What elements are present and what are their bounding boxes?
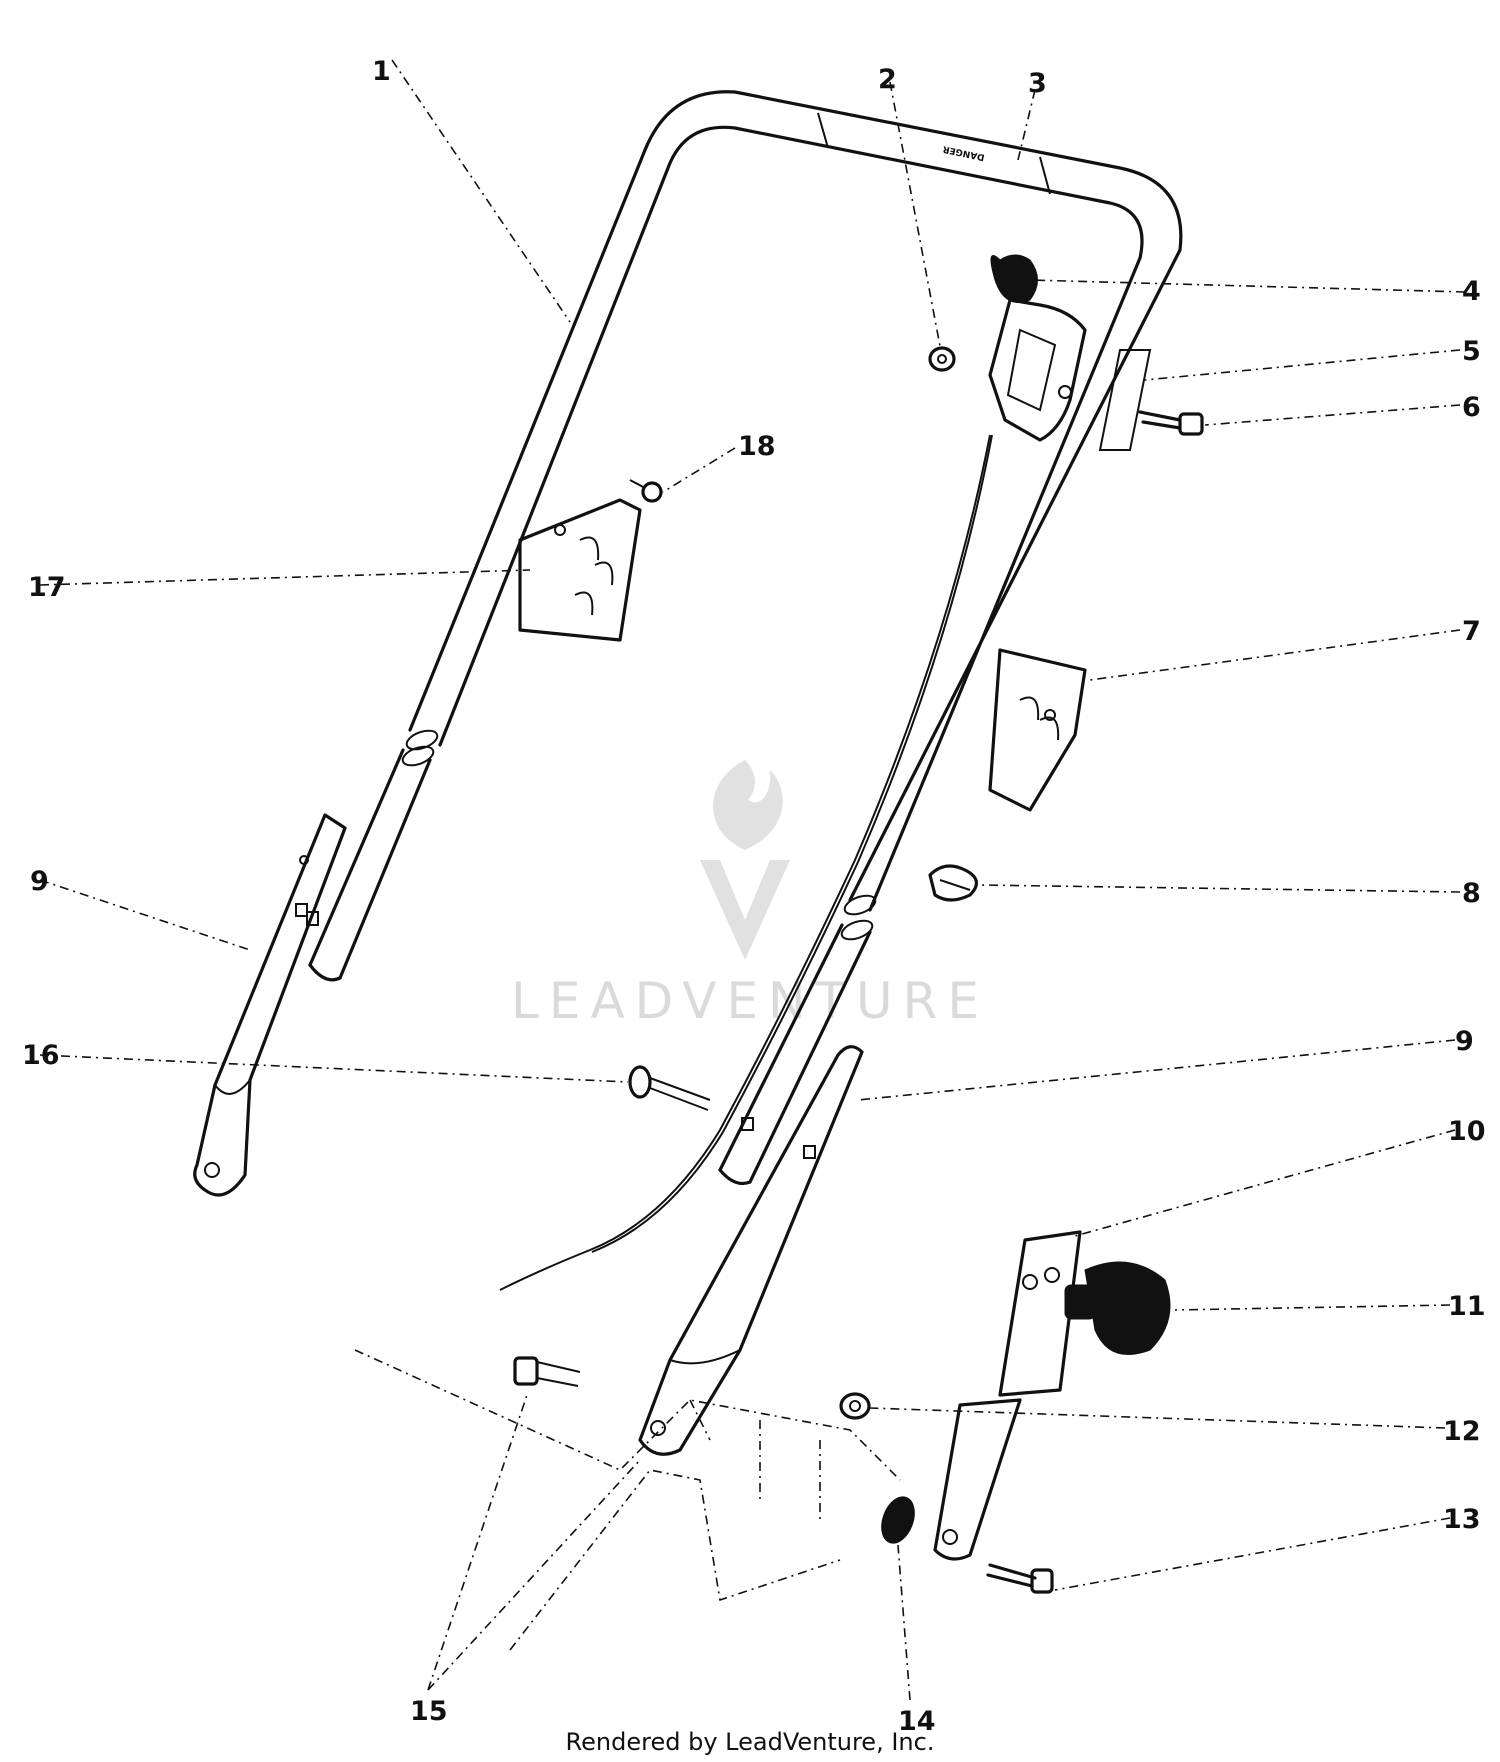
adjustment-knob [1064, 1261, 1171, 1355]
callout-17: 17 [28, 572, 66, 603]
bolt-lower [986, 1563, 1054, 1594]
leader-lines [39, 59, 1466, 1701]
lower-handle-left [193, 813, 347, 1197]
bolt-right [1138, 410, 1204, 436]
callout-14: 14 [898, 1706, 936, 1737]
callout-15: 15 [410, 1696, 448, 1727]
cable-clip [928, 864, 978, 902]
watermark-text: LEADVENTURE [511, 972, 989, 1030]
callout-12: 12 [1443, 1416, 1481, 1447]
upper-handle: DANGER [405, 90, 1183, 916]
callout-16: 16 [22, 1040, 60, 1071]
control-lever-assembly [988, 254, 1152, 451]
callout-3: 3 [1028, 68, 1047, 99]
hex-nut-top [928, 346, 956, 372]
washer [881, 1496, 915, 1544]
screw-left [629, 479, 663, 503]
carriage-bolt [628, 1065, 711, 1111]
hex-nut-lower [839, 1392, 871, 1420]
right-tube-lower [718, 919, 874, 1186]
callout-10: 10 [1448, 1116, 1486, 1147]
mower-deck-outline [354, 1349, 901, 1651]
callout-1: 1 [372, 56, 391, 87]
shoulder-bolt [513, 1356, 581, 1387]
callout-13: 13 [1443, 1504, 1481, 1535]
callout-9-right: 9 [1455, 1026, 1474, 1057]
callout-9-left: 9 [30, 866, 49, 897]
watermark: LEADVENTURE [511, 760, 989, 1030]
callout-4: 4 [1462, 276, 1481, 307]
cable-guide-left [518, 498, 642, 642]
callout-6: 6 [1462, 392, 1481, 423]
render-credit: Rendered by LeadVenture, Inc. [565, 1728, 935, 1756]
control-cable [499, 434, 993, 1291]
callout-labels: 1 2 3 4 5 6 7 8 9 9 10 11 12 13 14 15 16… [22, 56, 1486, 1737]
cable-guide-right [988, 648, 1087, 812]
watermark-flame-icon [713, 760, 783, 850]
left-tube-lower [306, 745, 435, 982]
danger-decal: DANGER [942, 143, 986, 162]
callout-7: 7 [1462, 616, 1481, 647]
lower-handle-right [638, 1045, 864, 1456]
callout-11: 11 [1448, 1291, 1486, 1322]
watermark-v-icon [700, 860, 790, 960]
height-bracket [933, 1230, 1082, 1561]
callout-5: 5 [1462, 336, 1481, 367]
callout-2: 2 [878, 64, 897, 95]
callout-18: 18 [738, 431, 776, 462]
callout-8: 8 [1462, 878, 1481, 909]
